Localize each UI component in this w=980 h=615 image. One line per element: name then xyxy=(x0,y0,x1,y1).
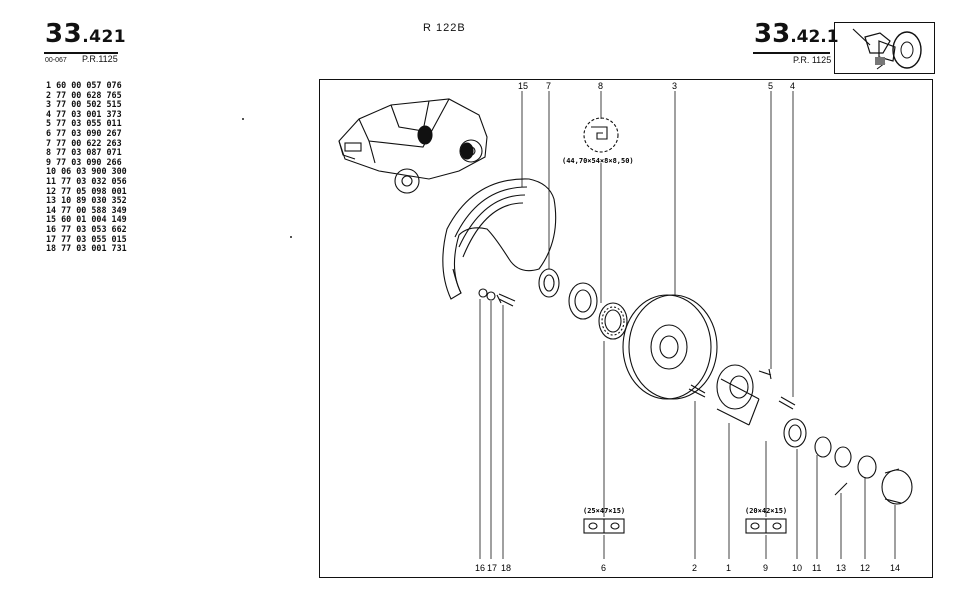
list-item: 4 77 03 001 373 xyxy=(46,108,122,119)
page-number-right-main: 33 xyxy=(754,19,791,49)
pr-reference-right: P.R. 1125 xyxy=(793,55,832,65)
callout-8: 8 xyxy=(598,81,603,91)
page-number-left-underline xyxy=(44,52,118,54)
bearing-symbol-9 xyxy=(745,518,787,534)
dust-shield xyxy=(442,178,557,300)
bearing-6 xyxy=(598,302,628,340)
bearing-9-dimension-label: (20×42×15) xyxy=(745,507,787,515)
grease-cap-14 xyxy=(881,468,913,505)
page-number-right-sub: .42.1 xyxy=(790,27,839,47)
vehicle-model: R 122B xyxy=(423,22,466,34)
wheel-stud-2 xyxy=(688,384,706,398)
list-item: 8 77 03 087 071 xyxy=(46,147,122,158)
car-sketch xyxy=(338,98,488,194)
scan-speck xyxy=(242,118,244,120)
callout-4: 4 xyxy=(790,81,795,91)
pr-reference-left: P.R.1125 xyxy=(82,54,118,64)
callout-16: 16 xyxy=(475,563,485,573)
washer-10 xyxy=(814,436,832,458)
callout-12: 12 xyxy=(860,563,870,573)
list-item: 7 77 00 622 263 xyxy=(46,137,122,148)
washer-16 xyxy=(478,288,488,298)
callout-11: 11 xyxy=(812,563,821,573)
parts-list: 1 60 00 057 076 2 77 00 628 765 3 77 00 … xyxy=(46,80,127,254)
hub-1 xyxy=(716,364,760,426)
diagram-frame xyxy=(319,79,933,578)
list-item: 15 60 01 004 149 xyxy=(46,214,127,225)
page-number-left-main: 33 xyxy=(45,19,83,49)
scan-speck xyxy=(290,236,292,238)
list-item: 13 10 89 030 352 xyxy=(46,195,127,206)
callout-1: 1 xyxy=(726,563,731,573)
callout-7: 7 xyxy=(546,81,551,91)
list-item: 10 06 03 900 300 xyxy=(46,166,127,177)
callout-6: 6 xyxy=(601,563,606,573)
bolt-18 xyxy=(496,293,516,307)
callout-17: 17 xyxy=(487,563,497,573)
nut-lock-12 xyxy=(857,455,877,479)
list-item: 3 77 00 502 515 xyxy=(46,99,122,110)
list-item: 14 77 00 588 349 xyxy=(46,204,127,215)
page-number-left: 33.421 xyxy=(45,20,126,51)
edition-code: 00-067 xyxy=(45,57,67,64)
callout-2: 2 xyxy=(692,563,697,573)
list-item: 12 77 05 098 001 xyxy=(46,185,127,196)
split-pin-13 xyxy=(834,482,848,496)
leader-lines xyxy=(479,91,896,559)
exploded-hub-diagram: (44,70×54×8×8,50) (25×47×15) (20×42×15) … xyxy=(338,81,913,573)
list-item: 1 60 00 057 076 xyxy=(46,80,122,90)
callout-5: 5 xyxy=(768,81,773,91)
seal-7 xyxy=(538,268,560,298)
brake-disc-3 xyxy=(622,294,718,400)
seal-dimension-label: (44,70×54×8×8,50) xyxy=(562,157,634,165)
list-item: 6 77 03 090 267 xyxy=(46,127,122,138)
list-item: 5 77 03 055 011 xyxy=(46,118,122,129)
hub-thumbnail-drawing xyxy=(852,28,922,70)
list-item: 9 77 03 090 266 xyxy=(46,156,122,167)
page-number-left-sub: .421 xyxy=(82,27,127,47)
page-number-right: 33.42.1 xyxy=(754,20,839,51)
list-item: 2 77 00 628 765 xyxy=(46,89,122,100)
callout-3: 3 xyxy=(672,81,677,91)
bearing-9 xyxy=(783,418,807,448)
seal-detail-8 xyxy=(583,117,619,153)
washer-17 xyxy=(486,291,496,301)
nut-11 xyxy=(834,446,852,468)
bolt-4 xyxy=(778,396,796,410)
stud-5 xyxy=(758,368,772,380)
callout-9: 9 xyxy=(763,563,768,573)
bearing-symbol-6 xyxy=(583,518,625,534)
list-item: 11 77 03 032 056 xyxy=(46,175,127,186)
page-number-right-underline xyxy=(753,52,830,54)
callout-10: 10 xyxy=(792,563,802,573)
callout-15: 15 xyxy=(518,81,528,91)
callout-18: 18 xyxy=(501,563,511,573)
hub-thumbnail xyxy=(834,22,935,74)
list-item: 17 77 03 055 015 xyxy=(46,233,127,244)
callout-14: 14 xyxy=(890,563,900,573)
bearing-6-dimension-label: (25×47×15) xyxy=(583,507,625,515)
list-item: 16 77 03 053 662 xyxy=(46,223,127,234)
list-item: 18 77 03 001 731 xyxy=(46,243,127,254)
callout-13: 13 xyxy=(836,563,846,573)
bearing-race xyxy=(568,282,598,320)
